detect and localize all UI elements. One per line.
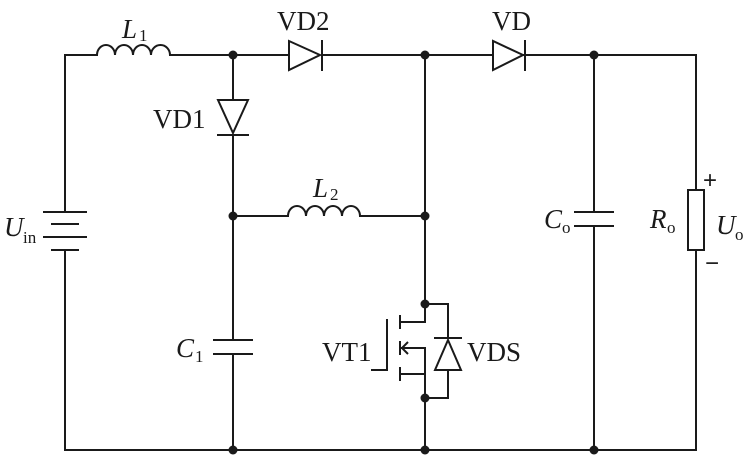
label-co-sub: o: [562, 218, 571, 237]
polarity-plus: +: [703, 167, 717, 194]
junction-dots: [228, 50, 599, 455]
label-l2-main: L: [312, 173, 328, 203]
label-l1-main: L: [121, 14, 137, 44]
diode-vd2: [288, 39, 323, 72]
label-c1-main: C: [176, 333, 195, 363]
inductor-l2: [287, 205, 361, 217]
polarity-minus: −: [705, 250, 719, 277]
label-uin-sub: in: [23, 228, 37, 247]
label-ro-sub: o: [667, 218, 676, 237]
resistor-ro: [687, 189, 705, 251]
label-uo-main: U: [716, 210, 737, 240]
label-c1-sub: 1: [195, 347, 204, 366]
wires: [64, 54, 697, 451]
label-vt1: VT1: [322, 337, 372, 367]
body-diode-vds: [433, 329, 463, 371]
label-uin-main: U: [4, 212, 25, 242]
label-l2-sub: 2: [330, 185, 339, 204]
label-uo-sub: o: [735, 225, 744, 244]
diode-vd: [492, 39, 526, 72]
label-vd1: VD1: [153, 104, 206, 134]
label-vd2: VD2: [277, 6, 330, 36]
battery-uin: [43, 211, 87, 251]
inductor-l1: [96, 44, 171, 56]
label-ro-main: R: [649, 204, 667, 234]
label-vds: VDS: [467, 337, 521, 367]
mosfet-vt1: [371, 303, 449, 399]
label-l1-sub: 1: [139, 26, 148, 45]
capacitor-co: [574, 211, 614, 227]
capacitor-c1: [213, 339, 253, 355]
label-vd: VD: [492, 6, 531, 36]
label-co-main: C: [544, 204, 563, 234]
diode-vd1: [216, 99, 250, 136]
